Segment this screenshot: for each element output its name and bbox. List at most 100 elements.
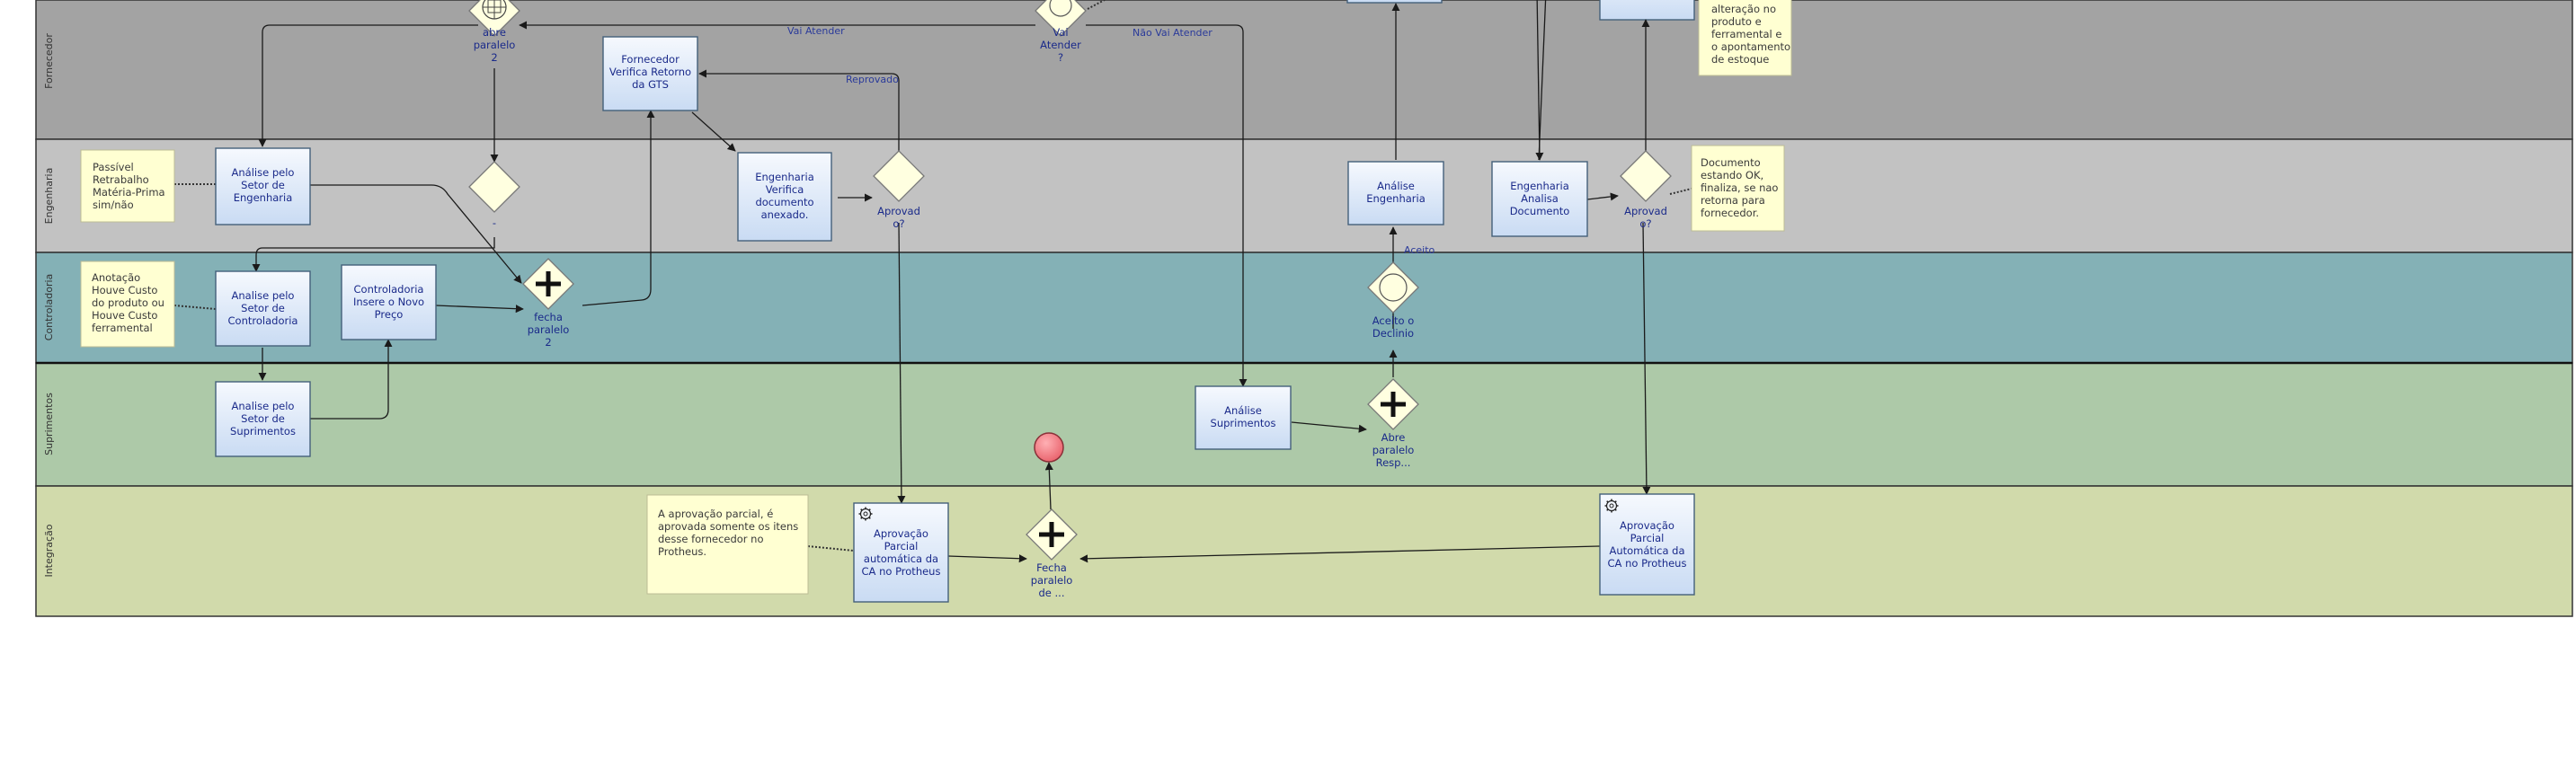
task-label: Verifica Retorno bbox=[609, 66, 691, 78]
gateway-label: Declinio bbox=[1372, 327, 1414, 340]
note-text: Protheus. bbox=[658, 545, 706, 558]
note-text: desse fornecedor no bbox=[658, 533, 764, 545]
gateway-label: fecha bbox=[534, 311, 563, 323]
task-partial-top-2[interactable] bbox=[1599, 0, 1695, 21]
parallel-plus-icon bbox=[1381, 392, 1406, 417]
task-label: anexado. bbox=[761, 208, 809, 221]
note-text: Documento bbox=[1701, 156, 1761, 169]
task-label: Engenharia bbox=[755, 171, 814, 183]
task-label: Análise pelo bbox=[232, 166, 295, 179]
event-gateway-icon bbox=[482, 0, 507, 20]
task-label: Analisa bbox=[1521, 192, 1559, 205]
task-label: Suprimentos bbox=[1211, 417, 1276, 429]
gateway-label: paralelo bbox=[474, 39, 516, 51]
parallel-plus-icon bbox=[536, 271, 561, 296]
task-label: Setor de bbox=[241, 179, 285, 191]
lane-label-fornecedor: Fornecedor bbox=[43, 33, 55, 89]
task-label: Analise pelo bbox=[232, 289, 295, 302]
task-partial-top-1[interactable] bbox=[1346, 0, 1443, 4]
task-label: CA no Protheus bbox=[1608, 557, 1687, 570]
note-text: fornecedor. bbox=[1701, 207, 1759, 219]
gateway-label: Aceito o bbox=[1372, 314, 1415, 327]
task-label: CA no Protheus bbox=[862, 565, 941, 578]
note-text: aprovada somente os itens bbox=[658, 520, 798, 533]
task-label: Preço bbox=[375, 308, 404, 321]
task-label: Aprovação bbox=[1620, 519, 1674, 532]
gateway-label: Abre bbox=[1381, 431, 1406, 444]
task-label: Insere o Novo bbox=[353, 296, 424, 308]
gateway-label: paralelo bbox=[1372, 444, 1415, 456]
task-label: Setor de bbox=[241, 412, 285, 425]
flow-label-vai-atender: Vai Atender bbox=[787, 25, 845, 37]
task-label: Análise bbox=[1224, 404, 1262, 417]
task-label: Aprovação bbox=[874, 527, 928, 540]
gateway-label: abre bbox=[483, 26, 506, 39]
gateway-label: o? bbox=[893, 217, 904, 230]
note-text: de estoque bbox=[1711, 53, 1769, 66]
gateway-label: Atender bbox=[1040, 39, 1081, 51]
task-label: Controladoria bbox=[354, 283, 424, 296]
flow-label-aceito: Aceito bbox=[1404, 244, 1435, 256]
associations bbox=[173, 0, 1692, 552]
lane-label-integracao: Integração bbox=[43, 524, 55, 577]
task-label: Suprimentos bbox=[230, 425, 296, 437]
note-text: produto e bbox=[1711, 15, 1762, 28]
note-text: Houve Custo bbox=[92, 309, 157, 322]
flow-label-reprovado: Reprovado bbox=[846, 74, 899, 85]
gateway-label: o? bbox=[1639, 217, 1651, 230]
gateway-label: Aprovad bbox=[877, 205, 920, 217]
task-label: Parcial bbox=[1630, 532, 1665, 544]
event-circle-icon bbox=[1049, 0, 1072, 17]
task-label: Engenharia bbox=[1366, 192, 1426, 205]
gateway-engenharia-exclusive[interactable]: - bbox=[468, 161, 520, 229]
sequence-flows bbox=[252, 0, 1651, 563]
note-text: Houve Custo bbox=[92, 284, 157, 296]
flow-label-nao-vai-atender: Não Vai Atender bbox=[1133, 27, 1212, 39]
task-label: Controladoria bbox=[228, 314, 298, 327]
task-label: automática da bbox=[864, 552, 938, 565]
lane-label-engenharia: Engenharia bbox=[43, 168, 55, 225]
note-text: ferramental e bbox=[1711, 28, 1781, 40]
task-label: Engenharia bbox=[234, 191, 293, 204]
task-label: Análise bbox=[1377, 180, 1415, 192]
lane-label-controladoria: Controladoria bbox=[43, 274, 55, 341]
gateway-label: ? bbox=[1058, 51, 1063, 64]
end-event[interactable] bbox=[1034, 432, 1064, 463]
service-gear-icon bbox=[1604, 499, 1619, 513]
